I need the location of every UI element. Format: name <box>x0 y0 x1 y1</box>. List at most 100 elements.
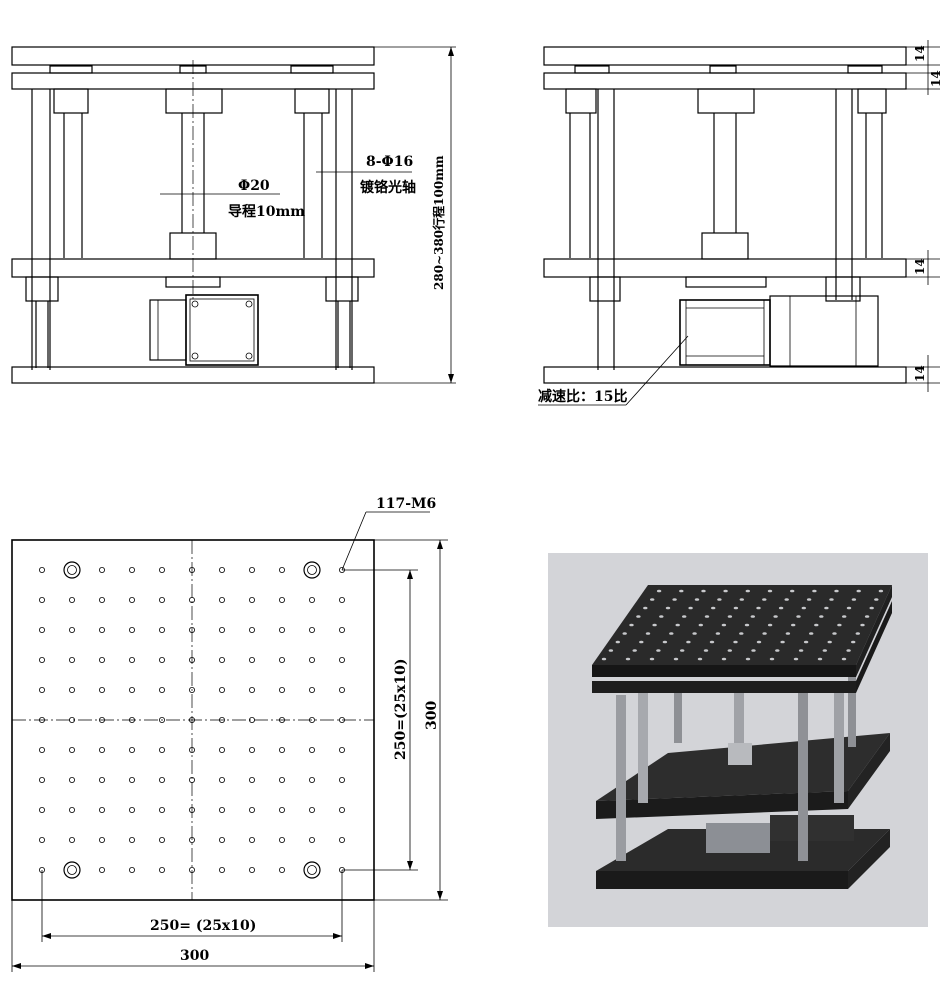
m6-hole <box>99 747 106 754</box>
render-hole <box>656 589 662 593</box>
m6-hole <box>69 657 76 664</box>
render-hole <box>721 623 727 627</box>
m6-hole <box>99 687 106 694</box>
render-hole <box>767 623 773 627</box>
render-hole <box>798 649 804 652</box>
render-hole <box>694 598 700 601</box>
render-hole <box>692 632 697 635</box>
rod-dimension-label: 8-Φ16 <box>366 154 413 170</box>
render-hole <box>680 649 685 652</box>
render-hole <box>703 649 709 652</box>
m6-hole <box>69 837 76 844</box>
m6-hole <box>248 747 255 754</box>
m6-hole <box>248 597 255 604</box>
render-hole <box>756 606 761 610</box>
m6-hole <box>39 627 46 634</box>
m6-hole <box>338 627 345 634</box>
render-hole <box>762 598 767 601</box>
m6-hole <box>128 747 135 754</box>
plate-thickness-4: 14 <box>913 365 927 382</box>
m6-hole <box>39 567 46 574</box>
render-hole <box>643 606 648 610</box>
m6-hole <box>218 837 225 844</box>
render-hole <box>639 640 644 644</box>
render-hole <box>672 598 677 601</box>
m6-hole <box>39 837 46 844</box>
m6-hole <box>128 777 135 784</box>
render-hole <box>715 632 721 635</box>
render-hole <box>814 623 819 627</box>
render-hole <box>751 649 756 652</box>
m6-hole <box>308 837 315 844</box>
m6-hole <box>39 597 46 604</box>
plate-thickness-1: 14 <box>913 45 927 62</box>
front-view: 280~380行程100mm Φ20 导程10mm 8-Φ16 镀铬光轴 <box>11 46 456 384</box>
plate-thickness-2: 14 <box>929 70 943 87</box>
render-hole <box>837 623 842 627</box>
m6-hole <box>308 627 315 634</box>
render-hole <box>679 589 684 593</box>
gear-ratio-label: 减速比：15比 <box>538 388 627 405</box>
render-hole <box>649 657 655 661</box>
m6-hole <box>158 867 165 874</box>
render-hole <box>762 632 767 635</box>
render-hole <box>785 632 791 635</box>
render-hole <box>745 657 751 661</box>
m6-hole <box>69 627 76 634</box>
render-hole <box>739 598 744 601</box>
m6-hole <box>278 627 285 634</box>
render-hole <box>769 657 775 661</box>
render-hole <box>744 623 750 627</box>
render-hole <box>717 598 722 601</box>
m6-hole <box>39 807 46 814</box>
render-hole <box>682 615 687 618</box>
m6-hole <box>188 687 195 694</box>
m6-hole <box>218 597 225 604</box>
m6-hole <box>99 567 106 574</box>
m6-hole <box>278 747 285 754</box>
render-hole <box>806 598 812 601</box>
m6-hole <box>128 837 135 844</box>
m6-hole <box>99 867 106 874</box>
m6-hole <box>308 597 315 604</box>
render-hole <box>727 615 733 618</box>
render-hole <box>832 632 837 635</box>
render-hole <box>665 606 671 610</box>
render-hole <box>615 640 620 644</box>
render-hole <box>601 657 607 661</box>
m6-hole <box>99 657 106 664</box>
render-hole <box>812 589 817 593</box>
m6-hole <box>158 567 165 574</box>
m6-hole <box>248 867 255 874</box>
m6-hole <box>188 567 195 574</box>
m6-hole <box>278 807 285 814</box>
render-hole <box>704 615 710 618</box>
render-hole <box>673 657 679 661</box>
m6-hole <box>39 687 46 694</box>
render-hole <box>750 615 755 618</box>
render-hole <box>801 606 806 610</box>
render-hole <box>669 632 674 635</box>
render-hole <box>829 598 834 601</box>
render-hole <box>878 589 884 593</box>
render-hole <box>793 657 799 661</box>
m6-hole <box>69 597 76 604</box>
m6-hole <box>278 837 285 844</box>
render-hole <box>733 640 738 644</box>
m6-hole <box>308 657 315 664</box>
m6-hole <box>99 717 106 724</box>
plate-thickness-3: 14 <box>913 258 927 275</box>
m6-hole <box>218 657 225 664</box>
render-hole <box>841 657 847 661</box>
m6-hole <box>248 777 255 784</box>
m6-hole <box>128 867 135 874</box>
rod-note-label: 镀铬光轴 <box>360 179 416 196</box>
render-hole <box>855 632 860 635</box>
render-hole <box>796 615 801 618</box>
vertical-pitch-label: 250=(25x10) <box>393 658 409 760</box>
m6-hole <box>248 687 255 694</box>
m6-hole <box>69 777 76 784</box>
render-hole <box>842 615 847 618</box>
m6-hole <box>39 717 46 724</box>
render-hole <box>686 640 691 644</box>
